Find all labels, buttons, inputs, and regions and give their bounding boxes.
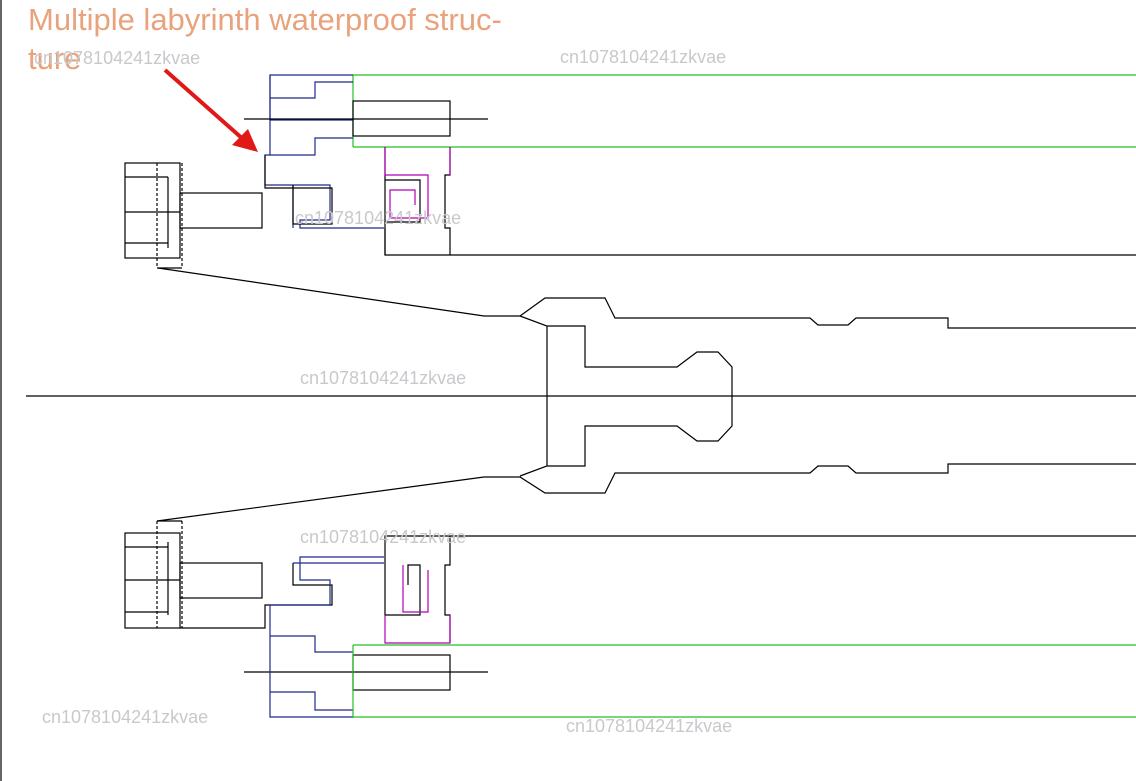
annotation-title-line1: Multiple labyrinth waterproof struc- xyxy=(28,2,502,37)
top-seal-assembly xyxy=(124,74,1136,317)
bottom-magenta-labyrinth xyxy=(384,565,451,644)
top-cone-line xyxy=(157,267,485,317)
bottom-left-clamp xyxy=(124,520,263,629)
watermark: cn1078104241zkvae xyxy=(300,368,467,388)
top-blue-labyrinth xyxy=(264,74,384,229)
center-body xyxy=(484,297,1136,494)
bottom-blue-labyrinth xyxy=(269,556,384,718)
watermark: cn1078104241zkvae xyxy=(560,47,727,67)
bottom-cone-line xyxy=(156,476,485,522)
watermark: cn1078104241zkvae xyxy=(42,707,209,727)
annotation-title: Multiple labyrinth waterproof struc- tur… xyxy=(28,0,588,78)
watermark: cn1078104241zkvae xyxy=(295,208,462,228)
bottom-green-pipe xyxy=(352,644,1136,718)
bottom-seal-assembly xyxy=(124,476,1136,718)
top-left-clamp xyxy=(124,162,263,269)
annotation-title-line2: ture xyxy=(28,41,82,76)
bottom-inner-plate xyxy=(180,535,1136,691)
watermark: cn1078104241zkvae xyxy=(34,48,201,68)
top-magenta-labyrinth xyxy=(384,147,451,219)
watermark: cn1078104241zkvae xyxy=(566,716,733,736)
top-green-pipe xyxy=(352,74,1136,148)
watermark: cn1078104241zkvae xyxy=(300,527,467,547)
top-inner-plate xyxy=(244,100,1136,256)
red-arrow-icon xyxy=(163,68,258,152)
